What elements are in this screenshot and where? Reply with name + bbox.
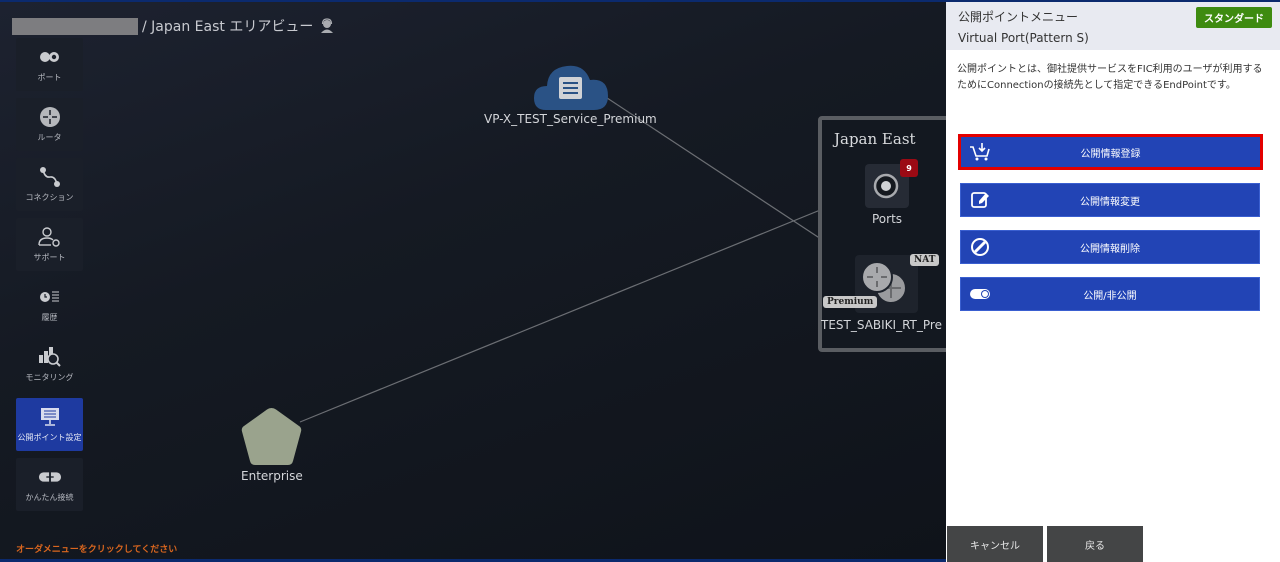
ports-count-badge: 9 [900,159,918,177]
public-point-icon [40,408,59,426]
sidebar-label: かんたん接続 [25,493,74,502]
enterprise-node[interactable] [240,406,303,468]
service-node-label: VP-X_TEST_Service_Premium [484,112,657,126]
cloud-service-icon [534,65,608,110]
history-icon [39,291,59,302]
support-agent-icon[interactable] [319,18,335,34]
sidebar-item-monitoring[interactable]: モニタリング [16,338,83,391]
menu-label: 公開/非公開 [1083,290,1137,302]
panel-description: 公開ポイントとは、御社提供サービスをFIC利用のユーザが利用するためにConne… [957,64,1263,91]
ports-node[interactable] [865,164,909,208]
menu-label: 公開情報登録 [1080,148,1141,160]
ports-label: Ports [872,212,903,226]
menu-label: 公開情報削除 [1080,243,1140,255]
modify-public-info-button[interactable]: 公開情報変更 [960,183,1260,217]
breadcrumb: / Japan East エリアビュー [12,16,335,36]
connection-lines [299,91,885,423]
sidebar-label: モニタリング [25,373,74,382]
edit-icon [971,192,989,208]
panel-header: 公開ポイントメニュー Virtual Port(Pattern S) スタンダー… [946,2,1280,50]
router-icon [39,107,60,127]
order-sidebar: ポート ルータ コネクション サポート 履歴 モニタリング 公開ポイント設定 [16,38,83,518]
redacted-area-name [12,17,138,35]
cart-download-icon [970,143,990,161]
connection-icon [39,167,60,187]
support-user-icon [37,227,60,247]
back-button[interactable]: 戻る [1047,526,1143,562]
sidebar-label: ルータ [37,133,62,142]
monitoring-icon [38,347,61,367]
enterprise-node-label: Enterprise [241,469,303,483]
top-accent-line [0,0,1280,2]
pentagon-icon [241,408,302,465]
topology-canvas[interactable]: / Japan East エリアビュー ポート ルータ コネクション サポート … [0,2,946,559]
nat-tag: NAT [910,254,940,266]
region-title: Japan East [834,130,916,148]
port-icon [39,52,59,62]
toggle-icon [970,289,990,299]
sidebar-item-router[interactable]: ルータ [16,98,83,151]
order-hint-text: オーダメニューをクリックしてください [16,545,178,555]
panel-subtitle: Virtual Port(Pattern S) [958,31,1089,45]
register-public-info-button[interactable]: 公開情報登録 [958,134,1263,170]
service-node[interactable] [532,60,610,112]
toggle-publish-button[interactable]: 公開/非公開 [960,277,1260,311]
port-ring-icon [873,173,899,199]
sidebar-item-public-point[interactable]: 公開ポイント設定 [16,398,83,451]
menu-label: 公開情報変更 [1080,196,1140,208]
sidebar-item-port[interactable]: ポート [16,38,83,91]
router-icon [861,261,907,304]
sidebar-label: 公開ポイント設定 [17,433,82,442]
sidebar-item-connection[interactable]: コネクション [16,158,83,211]
region-japan-east[interactable]: Japan East 9 Ports NAT Premium TEST_SABI… [818,116,946,352]
sidebar-label: 履歴 [41,313,58,322]
sidebar-item-history[interactable]: 履歴 [16,278,83,331]
breadcrumb-text: / Japan East エリアビュー [142,19,314,35]
sidebar-label: コネクション [25,193,74,202]
sidebar-label: ポート [37,73,62,82]
sidebar-item-easy-connect[interactable]: かんたん接続 [16,458,83,511]
bottom-accent-line [0,559,946,562]
public-point-menu-panel: 公開ポイントメニュー Virtual Port(Pattern S) スタンダー… [946,2,1280,562]
cancel-button[interactable]: キャンセル [947,526,1043,562]
sidebar-label: サポート [33,253,66,262]
sidebar-item-support[interactable]: サポート [16,218,83,271]
panel-title: 公開ポイントメニュー [958,10,1079,24]
easy-connect-icon [38,472,61,482]
delete-public-info-button[interactable]: 公開情報削除 [960,230,1260,264]
prohibit-icon [971,238,989,256]
plan-badge: スタンダード [1196,7,1272,28]
premium-tag: Premium [823,296,878,308]
router-label: TEST_SABIKI_RT_Pre [821,318,942,332]
